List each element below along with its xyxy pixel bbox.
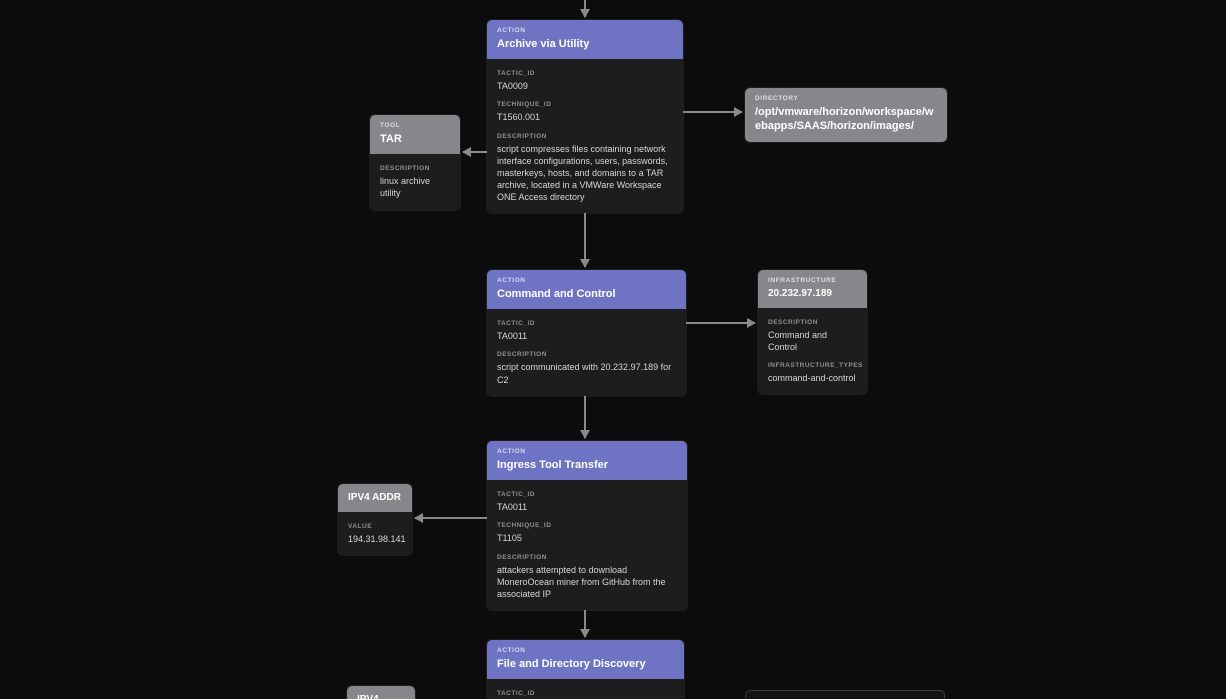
node-title: TAR (380, 133, 402, 145)
field-value: TA0011 (497, 502, 528, 513)
node-body: TACTIC_ID TA0009 TECHNIQUE_ID T1560.001 … (487, 59, 683, 214)
field-tactic-id: TACTIC_ID TA0009 (497, 70, 673, 92)
field-value: T1560.001 (497, 112, 541, 123)
node-type-label: TOOL (380, 122, 401, 129)
node-action-command-and-control[interactable]: ACTION Command and Control TACTIC_ID TA0… (487, 270, 686, 396)
field-description: DESCRIPTION script communicated with 20.… (497, 351, 676, 385)
field-label: INFRASTRUCTURE_TYPES (768, 362, 863, 370)
node-header: IPV4 ADDR (338, 484, 412, 512)
node-body: TACTIC_ID TA0011 TECHNIQUE_ID T1105 DESC… (487, 480, 687, 610)
node-header: IPV4 ADDR (347, 686, 415, 699)
field-tactic-id: TACTIC_ID (497, 690, 674, 697)
node-header: ACTION File and Directory Discovery (487, 640, 684, 680)
field-value: linux archive utility (380, 176, 431, 199)
node-type-label: ACTION (497, 277, 526, 284)
field-label: TECHNIQUE_ID (497, 101, 552, 109)
field-label: DESCRIPTION (497, 351, 547, 359)
node-header: ACTION Ingress Tool Transfer (487, 441, 687, 481)
node-body: TACTIC_ID (487, 679, 684, 699)
field-label: VALUE (348, 523, 373, 530)
field-value: attackers attempted to download MoneroOc… (497, 564, 666, 599)
node-body: DESCRIPTION linux archive utility (370, 154, 460, 210)
field-tactic-id: TACTIC_ID TA0011 (497, 320, 676, 342)
node-title: Ingress Tool Transfer (497, 459, 609, 471)
node-title: File and Directory Discovery (497, 658, 646, 670)
node-ipv4-addr-bottom[interactable]: IPV4 ADDR (347, 686, 415, 699)
node-title: 20.232.97.189 (768, 288, 832, 299)
field-description: DESCRIPTION attackers attempted to downl… (497, 554, 677, 600)
field-label: DESCRIPTION (497, 553, 547, 561)
node-partial-bottom-right[interactable] (745, 690, 945, 699)
node-body: VALUE 194.31.98.141 (338, 512, 412, 556)
field-description: DESCRIPTION linux archive utility (380, 165, 450, 199)
field-value: script communicated with 20.232.97.189 f… (497, 362, 672, 385)
node-action-file-and-directory-discovery[interactable]: ACTION File and Directory Discovery TACT… (487, 640, 684, 699)
field-label: TACTIC_ID (497, 70, 535, 78)
node-header: INFRASTRUCTURE 20.232.97.189 (758, 270, 867, 308)
field-description: DESCRIPTION script compresses files cont… (497, 133, 673, 204)
node-infrastructure-ip[interactable]: INFRASTRUCTURE 20.232.97.189 DESCRIPTION… (758, 270, 867, 395)
field-value: TA0011 (497, 331, 528, 342)
node-type-label: DIRECTORY (755, 95, 799, 102)
node-title: IPV4 ADDR (357, 693, 405, 699)
node-header: TOOL TAR (370, 115, 460, 155)
field-label: DESCRIPTION (497, 132, 547, 140)
node-type-label: ACTION (497, 27, 526, 34)
node-title: Archive via Utility (497, 38, 590, 50)
field-description: DESCRIPTION Command and Control (768, 319, 857, 353)
field-label: TECHNIQUE_ID (497, 522, 552, 530)
field-label: TACTIC_ID (497, 491, 535, 499)
node-action-ingress-tool-transfer[interactable]: ACTION Ingress Tool Transfer TACTIC_ID T… (487, 441, 687, 610)
node-title: IPV4 ADDR (348, 492, 401, 503)
field-label: DESCRIPTION (380, 165, 430, 173)
field-value: command-and-control (768, 373, 856, 384)
node-type-label: ACTION (497, 647, 526, 654)
field-value: VALUE 194.31.98.141 (348, 523, 406, 545)
node-ipv4-addr[interactable]: IPV4 ADDR VALUE 194.31.98.141 (338, 484, 412, 556)
node-title: Command and Control (497, 288, 616, 300)
node-type-label: INFRASTRUCTURE (768, 277, 837, 284)
field-value: TA0009 (497, 81, 528, 92)
node-type-label: ACTION (497, 448, 526, 455)
field-label: TACTIC_ID (497, 690, 535, 698)
node-header: DIRECTORY /opt/vmware/horizon/workspace/… (745, 88, 947, 142)
node-directory-path[interactable]: DIRECTORY /opt/vmware/horizon/workspace/… (745, 88, 947, 142)
node-body: DESCRIPTION Command and Control INFRASTR… (758, 308, 867, 395)
field-technique-id: TECHNIQUE_ID T1105 (497, 522, 677, 544)
node-body: TACTIC_ID TA0011 DESCRIPTION script comm… (487, 309, 686, 396)
node-title: /opt/vmware/horizon/workspace/webapps/SA… (755, 106, 934, 133)
field-label: TACTIC_ID (497, 320, 535, 328)
node-action-archive-via-utility[interactable]: ACTION Archive via Utility TACTIC_ID TA0… (487, 20, 683, 214)
field-value: Command and Control (768, 330, 828, 353)
field-technique-id: TECHNIQUE_ID T1560.001 (497, 101, 673, 123)
field-infrastructure-types: INFRASTRUCTURE_TYPES command-and-control (768, 362, 863, 384)
node-tool-tar[interactable]: TOOL TAR DESCRIPTION linux archive utili… (370, 115, 460, 210)
field-value: T1105 (497, 533, 522, 544)
field-value: 194.31.98.141 (348, 534, 406, 544)
node-header: ACTION Archive via Utility (487, 20, 683, 60)
node-header: ACTION Command and Control (487, 270, 686, 310)
field-value: script compresses files containing netwo… (497, 143, 668, 203)
field-tactic-id: TACTIC_ID TA0011 (497, 491, 677, 513)
field-label: DESCRIPTION (768, 319, 818, 326)
